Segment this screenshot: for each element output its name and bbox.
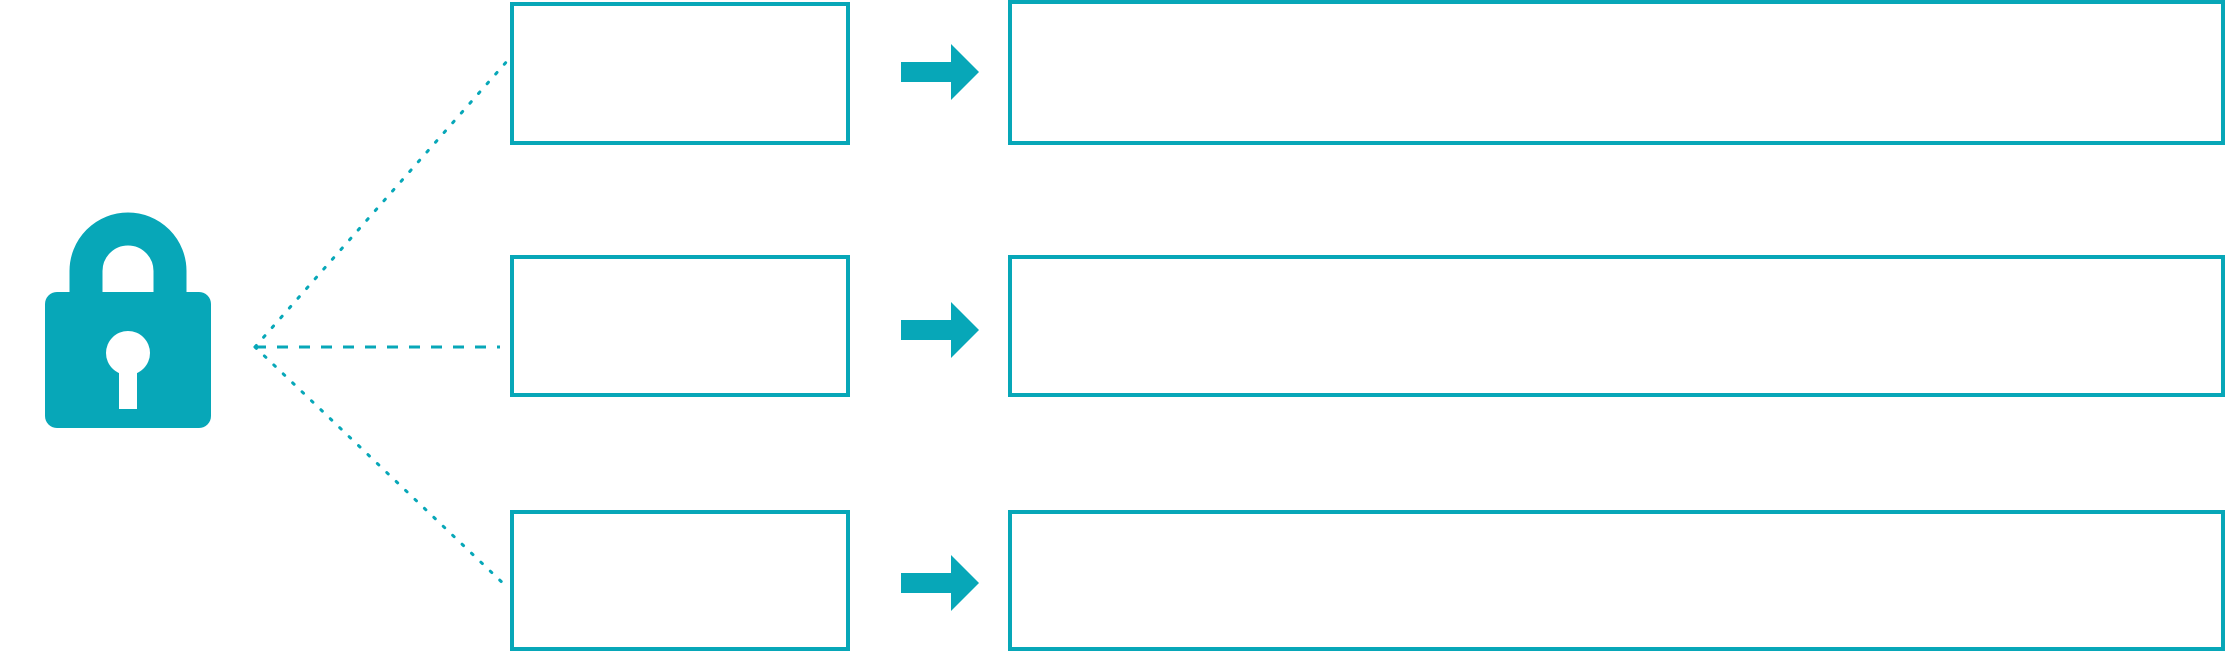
lock-icon-wrapper xyxy=(28,205,228,440)
left-box-row-2[interactable] xyxy=(510,255,850,397)
left-box-row-3[interactable] xyxy=(510,510,850,651)
arrow-right-icon xyxy=(901,555,979,611)
connector-line-top xyxy=(253,58,510,349)
keyhole-circle xyxy=(106,331,150,375)
arrow-row-2-wrapper xyxy=(899,300,981,360)
keyhole-stem xyxy=(119,365,137,409)
left-box-row-1[interactable] xyxy=(510,2,850,145)
arrow-right-icon xyxy=(901,302,979,358)
arrow-row-3-wrapper xyxy=(899,553,981,613)
connector-line-bottom xyxy=(253,345,510,590)
arrow-row-1-wrapper xyxy=(899,42,981,102)
right-box-row-2[interactable] xyxy=(1008,255,2225,397)
arrow-right-icon xyxy=(901,44,979,100)
right-box-row-1[interactable] xyxy=(1008,0,2225,145)
lock-icon xyxy=(45,212,211,428)
right-box-row-3[interactable] xyxy=(1008,510,2225,651)
